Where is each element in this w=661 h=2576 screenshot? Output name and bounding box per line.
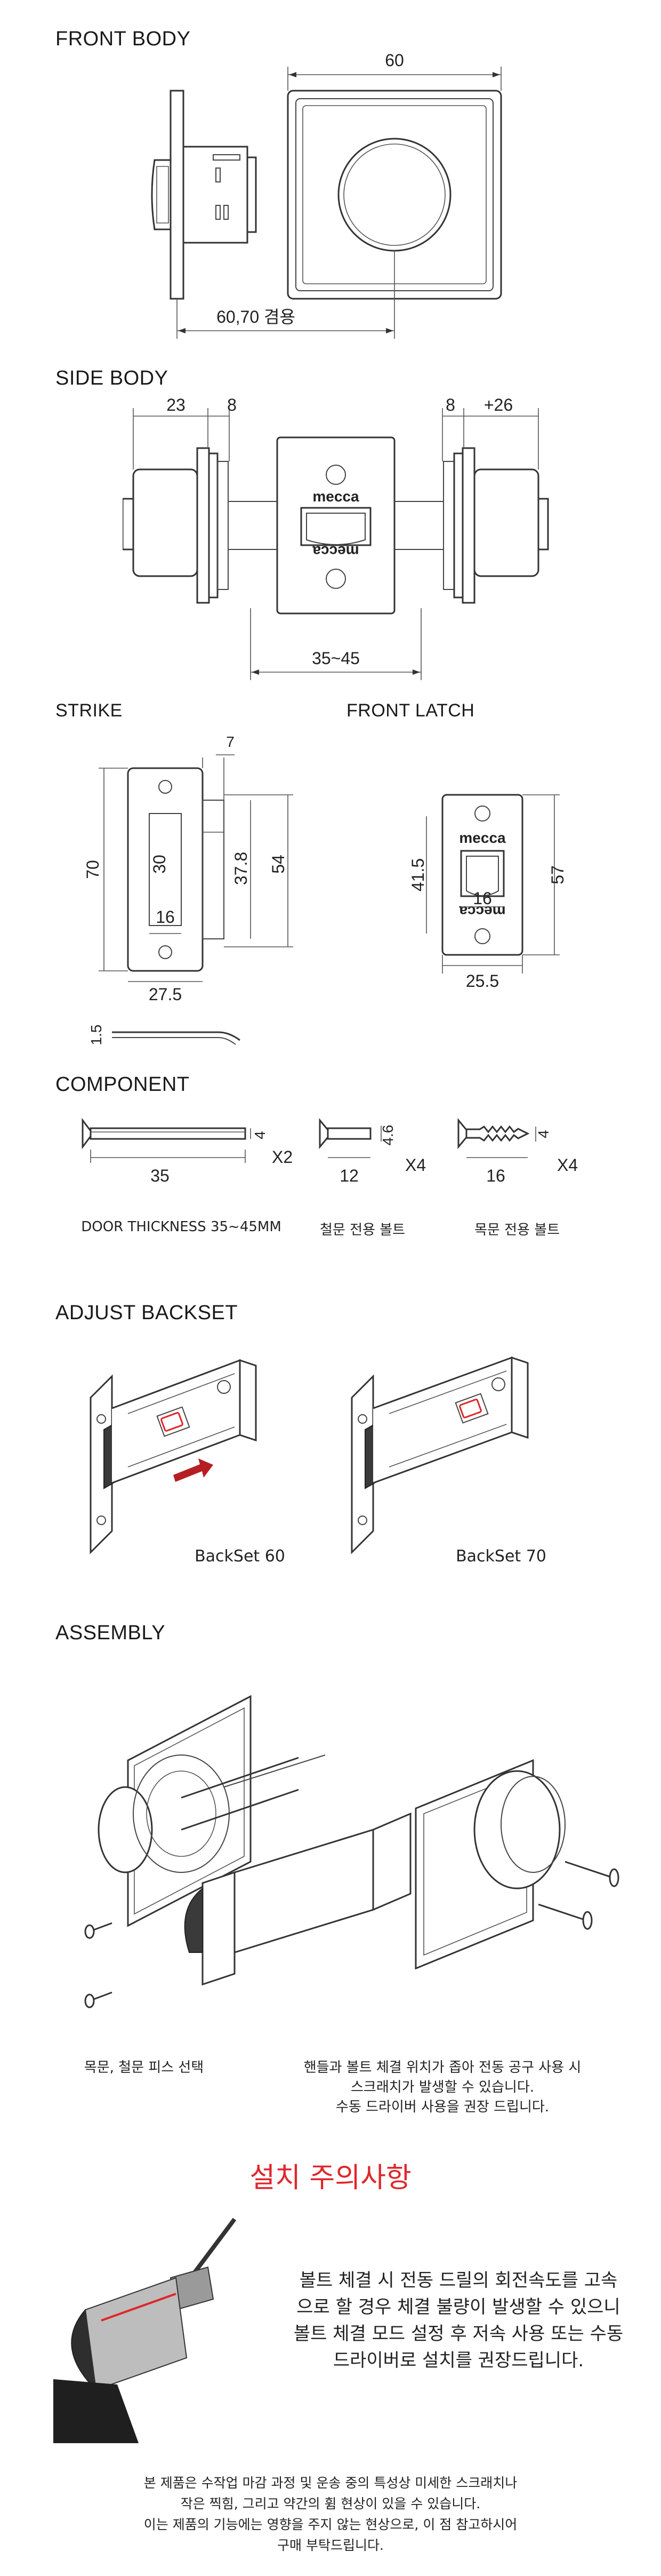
footer-line-4: 구매 부탁드립니다. <box>277 2538 384 2553</box>
door-bolt-caption: DOOR THICKNESS 35~45MM <box>81 1219 281 1235</box>
assembly-caption-right-1: 핸들과 볼트 체결 위치가 좁아 전동 공구 사용 시 <box>303 2060 582 2076</box>
steel-bolt-qty: X4 <box>405 1155 426 1175</box>
drill-icon <box>53 2218 237 2443</box>
wood-bolt-dia: 4 <box>535 1130 552 1138</box>
door-bolt-icon <box>82 1118 251 1163</box>
section-title-side-body: SIDE BODY <box>55 367 168 389</box>
dim-strike-27-5: 27.5 <box>149 985 182 1004</box>
notice-line-3: 볼트 체결 모드 설정 후 저속 사용 또는 수동 <box>293 2323 624 2344</box>
dim-side-23: 23 <box>166 395 186 414</box>
dim-side-plus26: +26 <box>484 395 513 414</box>
section-title-component: COMPONENT <box>55 1073 190 1096</box>
latch-brand-top: mecca <box>459 830 506 846</box>
steel-bolt-caption: 철문 전용 볼트 <box>319 1222 406 1238</box>
assembly-caption-right-2: 스크래치가 발생할 수 있습니다. <box>350 2079 535 2095</box>
footer-line-2: 작은 찍힘, 그리고 약간의 휨 현상이 있을 수 있습니다. <box>180 2496 481 2511</box>
wood-bolt-caption: 목문 전용 볼트 <box>474 1222 560 1238</box>
section-title-front-body: FRONT BODY <box>55 28 191 50</box>
screw-icon <box>84 1922 112 1939</box>
dim-strike-54: 54 <box>269 855 288 874</box>
dim-latch-41-5: 41.5 <box>408 858 428 891</box>
dim-latch-16: 16 <box>473 889 492 908</box>
section-title-adjust-backset: ADJUST BACKSET <box>55 1302 238 1324</box>
dim-strike-70: 70 <box>83 860 102 879</box>
steel-bolt-dia: 4.6 <box>380 1125 396 1146</box>
screw-icon <box>538 1903 593 1930</box>
door-bolt-qty: X2 <box>272 1147 293 1167</box>
dim-side-door: 35~45 <box>312 649 360 668</box>
section-title-assembly: ASSEMBLY <box>55 1622 166 1644</box>
section-title-front-latch: FRONT LATCH <box>346 700 475 721</box>
notice-title: 설치 주의사항 <box>249 2162 412 2194</box>
notice-body: 볼트 체결 시 전동 드릴의 회전속도를 고속 으로 할 경우 체결 불량이 발… <box>288 2267 629 2374</box>
footer-note: 본 제품은 수작업 마감 과정 및 운송 중의 특성상 미세한 스크래치나 작은… <box>0 2473 661 2556</box>
wood-bolt-length: 16 <box>486 1166 505 1185</box>
screw-icon <box>565 1861 619 1887</box>
backset-70-caption: BackSet 70 <box>456 1547 546 1566</box>
dim-strike-7: 7 <box>226 733 235 750</box>
backset-70-drawing <box>351 1356 529 1554</box>
dim-front-60: 60 <box>385 53 404 70</box>
dim-strike-37-8: 37.8 <box>231 852 251 885</box>
side-body-drawing: mecca mecca 23 8 8 +26 35~45 <box>123 395 549 680</box>
notice-line-2: 으로 할 경우 체결 불량이 발생할 수 있으니 <box>296 2296 620 2318</box>
assembly-caption-right-3: 수동 드라이버 사용을 권장 드립니다. <box>335 2099 550 2115</box>
assembly-drawing <box>84 1695 619 2008</box>
dim-strike-30: 30 <box>150 855 169 874</box>
steel-bolt-length: 12 <box>340 1166 359 1185</box>
wood-bolt-qty: X4 <box>557 1155 578 1175</box>
section-title-strike: STRIKE <box>55 700 123 721</box>
notice-line-1: 볼트 체결 시 전동 드릴의 회전속도를 고속 <box>299 2270 618 2291</box>
footer-line-1: 본 제품은 수작업 마감 과정 및 운송 중의 특성상 미세한 스크래치나 <box>143 2475 518 2491</box>
assembly-caption-left: 목문, 철문 피스 선택 <box>84 2060 204 2076</box>
latch-brand-bottom: mecca <box>459 903 506 920</box>
screw-icon <box>84 1991 112 2008</box>
dim-side-8-right: 8 <box>446 395 455 414</box>
steel-bolt-icon <box>319 1118 382 1158</box>
side-brand-top: mecca <box>312 488 359 505</box>
dim-front-backset: 60,70 겸용 <box>216 307 295 326</box>
dim-latch-25-5: 25.5 <box>466 971 499 991</box>
component-drawing: 35 4 X2 12 4.6 X4 16 4 X4 <box>82 1118 578 1185</box>
backset-60-drawing <box>90 1359 257 1554</box>
footer-line-3: 이는 제품의 기능에는 영향을 주지 않는 현상으로, 이 점 참고하시어 <box>143 2517 518 2532</box>
front-latch-drawing: mecca mecca 41.5 57 16 25.5 <box>408 794 567 991</box>
dim-latch-57: 57 <box>548 865 567 884</box>
dim-side-8-left: 8 <box>227 395 237 414</box>
wood-bolt-icon <box>457 1118 536 1158</box>
door-bolt-dia: 4 <box>252 1131 268 1139</box>
notice-line-4: 드라이버로 설치를 권장드립니다. <box>333 2350 584 2371</box>
strike-drawing: 7 70 30 37.8 54 16 27.5 1.5 <box>83 733 293 1046</box>
front-body-drawing: 60 60,70 겸용 <box>151 53 502 339</box>
dim-strike-16: 16 <box>156 907 175 927</box>
backset-60-caption: BackSet 60 <box>195 1547 285 1566</box>
door-bolt-length: 35 <box>150 1166 170 1185</box>
dim-strike-1-5: 1.5 <box>88 1025 104 1046</box>
